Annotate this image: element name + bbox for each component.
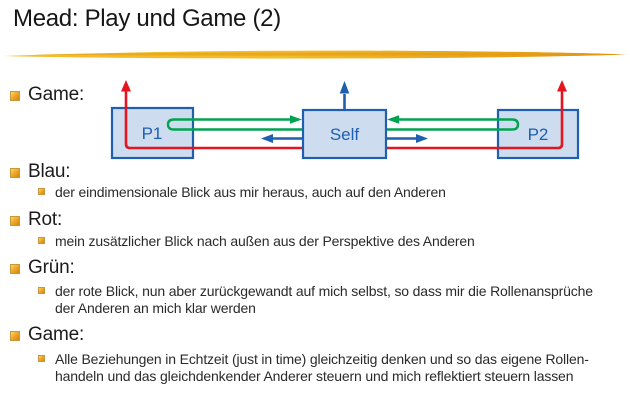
bullet-label: Game: (28, 84, 85, 105)
sub-bullet-line: der rote Blick, nun aber zurückgewandt a… (55, 283, 593, 299)
bullet-square-icon (10, 167, 20, 178)
blue-up-arrow-head-icon (339, 81, 350, 94)
sub-bullet-text: der rote Blick, nun aber zurückgewandt a… (55, 283, 593, 317)
red-arrow-head-right-icon (557, 80, 567, 92)
bullet-item-game: Game: (10, 324, 84, 345)
bullet-item-rot: Rot: (10, 209, 62, 230)
bullet-square-icon (38, 287, 45, 294)
p1-label: P1 (142, 124, 163, 143)
bullet-square-icon (38, 237, 45, 244)
bullet-square-icon (38, 188, 45, 195)
green-loop-left-arrow (166, 118, 303, 131)
sub-bullet-game: Alle Beziehungen in Echtzeit (just in ti… (38, 351, 589, 385)
game-diagram: P1 Self P2 (110, 80, 580, 160)
sub-bullet-text: mein zusätzlicher Blick nach außen aus d… (55, 233, 475, 249)
sub-bullet-line: handeln und das gleichdenkender Anderer … (55, 368, 574, 384)
bullet-item-game-heading: Game: (10, 84, 84, 105)
self-label: Self (330, 125, 360, 144)
sub-bullet-line: der Anderen an mich klar werden (55, 300, 256, 316)
green-arrow-head-left-icon (290, 115, 302, 124)
bullet-square-icon (10, 263, 20, 274)
sub-bullet-gruen: der rote Blick, nun aber zurückgewandt a… (38, 283, 593, 317)
green-arrow-head-right-icon (387, 115, 399, 124)
sub-bullet-line: Alle Beziehungen in Echtzeit (just in ti… (55, 351, 589, 367)
brush-stroke-streak (32, 52, 602, 56)
bullet-item-blau: Blau: (10, 161, 71, 182)
self-box (301, 108, 388, 160)
sub-bullet-rot: mein zusätzlicher Blick nach außen aus d… (38, 233, 475, 250)
blue-left-arrow-head-icon (261, 134, 273, 143)
bullet-label: Blau: (28, 161, 71, 182)
green-loop-right-arrow (386, 118, 520, 131)
bullet-label: Rot: (28, 209, 63, 230)
sub-bullet-text: der eindimensionale Blick aus mir heraus… (55, 184, 446, 200)
sub-bullet-blau: der eindimensionale Blick aus mir heraus… (38, 184, 446, 201)
bullet-label: Grün: (28, 257, 75, 278)
bullet-square-icon (10, 215, 20, 226)
page-title: Mead: Play und Game (2) (13, 5, 281, 32)
bullet-square-icon (10, 90, 20, 101)
bullet-square-icon (10, 330, 20, 341)
red-arrow-head-left-icon (121, 80, 131, 92)
bullet-item-gruen: Grün: (10, 257, 75, 278)
bullet-square-icon (38, 355, 45, 362)
bullet-label: Game: (28, 324, 85, 345)
p2-box (496, 108, 580, 160)
title-underline-brush-icon (3, 50, 627, 59)
sub-bullet-text: Alle Beziehungen in Echtzeit (just in ti… (55, 351, 589, 385)
blue-right-arrow-head-icon (416, 134, 428, 143)
p2-label: P2 (528, 125, 549, 144)
